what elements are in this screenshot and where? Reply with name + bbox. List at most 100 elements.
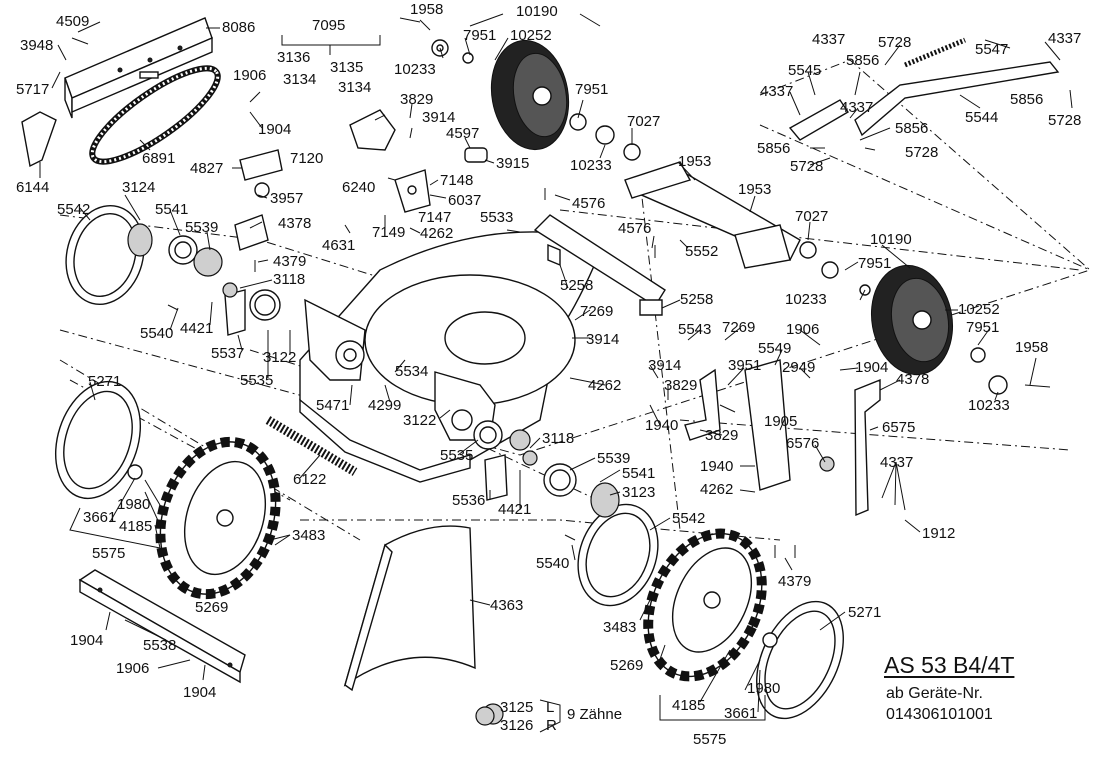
bracket-4378-left (234, 214, 269, 251)
label-4337-d: 4337 (840, 99, 873, 116)
gear-wheel-left-5542 (65, 205, 153, 305)
label-7951-a: 7951 (463, 27, 496, 44)
label-4378-a: 4378 (278, 215, 311, 232)
gear-note-left-part: 3125 (500, 699, 533, 716)
bracket-5536 (484, 454, 508, 501)
label-1940-b: 1940 (700, 458, 733, 475)
label-5728-d: 5728 (790, 158, 823, 175)
front-axle-5552 (624, 161, 801, 269)
label-2949: 2949 (782, 359, 815, 376)
label-3135: 3135 (330, 59, 363, 76)
label-3123: 3123 (622, 484, 655, 501)
bracket-5537 (224, 289, 246, 336)
label-3134-a: 3134 (283, 71, 316, 88)
label-5271-a: 5271 (88, 373, 121, 390)
label-4299: 4299 (368, 397, 401, 414)
gear-note-r: R (546, 717, 557, 734)
front-bumper-5538 (78, 569, 246, 684)
label-4337-e: 4337 (880, 454, 913, 471)
label-1904-d: 1904 (183, 684, 216, 701)
spring-6122 (265, 416, 358, 476)
label-4363: 4363 (490, 597, 523, 614)
label-10233-b: 10233 (570, 157, 612, 174)
label-10190-a: 10190 (516, 3, 558, 20)
label-1904-b: 1904 (855, 359, 888, 376)
label-5544: 5544 (965, 109, 998, 126)
label-5728-a: 5728 (878, 34, 911, 51)
label-5542-a: 5542 (57, 201, 90, 218)
label-3915: 3915 (496, 155, 529, 172)
label-10190-b: 10190 (870, 231, 912, 248)
label-8086: 8086 (222, 19, 255, 36)
label-7951-d: 7951 (966, 319, 999, 336)
label-5856-d: 5856 (757, 140, 790, 157)
label-3136: 3136 (277, 49, 310, 66)
label-5541-a: 5541 (155, 201, 188, 218)
label-6240: 6240 (342, 179, 375, 196)
gear-note: 3125 3126 L R (475, 699, 557, 734)
part-labels: 4509 8086 3948 5717 6144 7095 3136 3135 … (16, 1, 1081, 748)
gear-note-right-part: 3126 (500, 717, 533, 734)
label-10252-a: 10252 (510, 27, 552, 44)
label-5541-b: 5541 (622, 465, 655, 482)
label-5540-b: 5540 (536, 555, 569, 572)
label-5547: 5547 (975, 41, 1008, 58)
label-3483-b: 3483 (603, 619, 636, 636)
label-5575-b: 5575 (693, 731, 726, 748)
label-4185-b: 4185 (672, 697, 705, 714)
bracket-4827 (239, 149, 283, 198)
gearbox-bracket-left (304, 298, 366, 381)
label-3483-a: 3483 (292, 527, 325, 544)
label-1953-a: 1953 (678, 153, 711, 170)
label-3829-c: 3829 (705, 427, 738, 444)
label-5552: 5552 (685, 243, 718, 260)
label-10233-c: 10233 (785, 291, 827, 308)
label-4576-b: 4576 (618, 220, 651, 237)
label-7147: 7147 (418, 209, 451, 226)
label-7951-b: 7951 (575, 81, 608, 98)
label-4379-b: 4379 (778, 573, 811, 590)
label-3122-a: 3122 (263, 349, 296, 366)
label-1904-c: 1904 (70, 632, 103, 649)
label-10233-a: 10233 (394, 61, 436, 78)
lever-5543 (684, 368, 721, 441)
label-4378-b: 4378 (896, 371, 929, 388)
label-7027-a: 7027 (627, 113, 660, 130)
washers (127, 39, 1008, 725)
pivot-7095 (349, 109, 396, 151)
label-5575-a: 5575 (92, 545, 125, 562)
rear-flap-4363 (343, 525, 476, 692)
bracket-5549 (744, 359, 791, 491)
label-7120: 7120 (290, 150, 323, 167)
label-6576: 6576 (786, 435, 819, 452)
label-7095: 7095 (312, 17, 345, 34)
label-1906-a: 1906 (233, 67, 266, 84)
rear-wheel-left-5269 (155, 436, 281, 600)
label-5538: 5538 (143, 637, 176, 654)
label-5271-b: 5271 (848, 604, 881, 621)
label-4509: 4509 (56, 13, 89, 30)
label-6144: 6144 (16, 179, 49, 196)
height-adjust-rod-5544 (788, 37, 1060, 141)
label-5549: 5549 (758, 340, 791, 357)
label-4262-a: 4262 (420, 225, 453, 242)
label-4337-a: 4337 (812, 31, 845, 48)
label-4262-b: 4262 (588, 377, 621, 394)
label-3661-a: 3661 (83, 509, 116, 526)
label-1906-c: 1906 (116, 660, 149, 677)
label-3118-a: 3118 (273, 271, 305, 288)
label-10233-d: 10233 (968, 397, 1010, 414)
label-3829-b: 3829 (664, 377, 697, 394)
gear-wheel-right-5542 (577, 482, 659, 607)
label-3914-c: 3914 (648, 357, 681, 374)
drive-belt-6891 (89, 65, 221, 165)
label-3124: 3124 (122, 179, 155, 196)
label-5539-a: 5539 (185, 219, 218, 236)
label-5258-b: 5258 (680, 291, 713, 308)
label-7148: 7148 (440, 172, 473, 189)
label-3661-b: 3661 (724, 705, 757, 722)
label-4576-a: 4576 (572, 195, 605, 212)
label-3118-b: 3118 (542, 430, 574, 447)
label-5856-b: 5856 (1010, 91, 1043, 108)
